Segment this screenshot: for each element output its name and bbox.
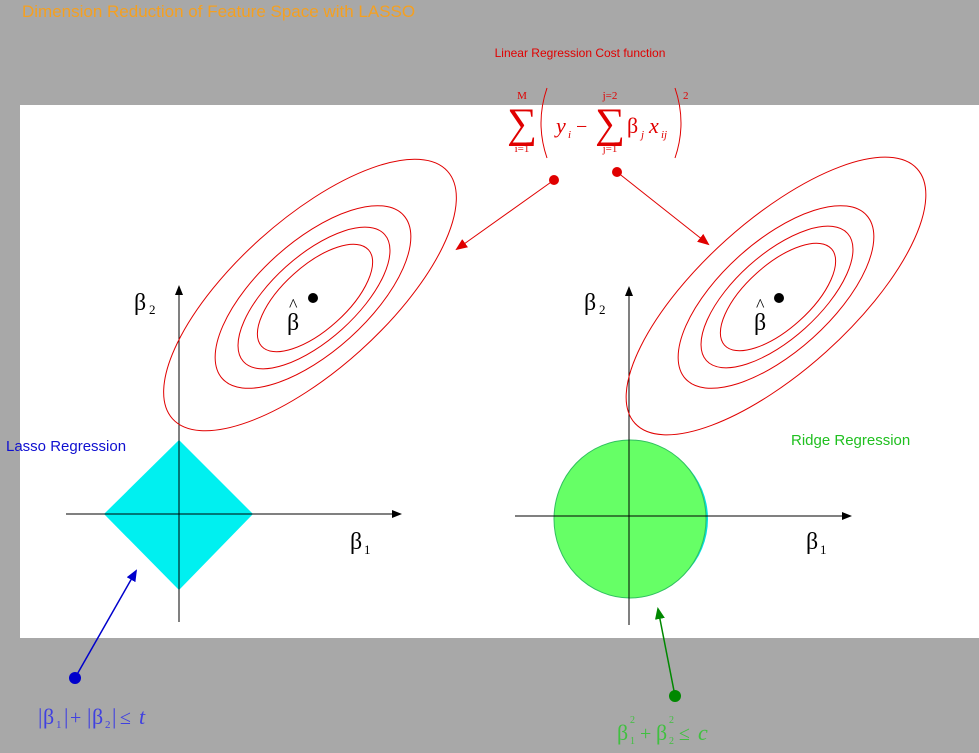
contour-ellipse — [719, 242, 837, 352]
sum-symbol-outer: ∑ — [507, 101, 537, 147]
y-axis-sub: 2 — [149, 302, 156, 317]
ridge-plot: β ^ β 2 β 1 Ridge Regression — [515, 156, 927, 625]
minus-sign: − — [576, 116, 587, 138]
lasso-plot: β ^ β 2 β 1 Lasso Regression — [6, 158, 457, 622]
abs-bar: | — [112, 704, 116, 729]
plus-sign: + — [640, 723, 651, 745]
beta-2-sub: 2 — [669, 736, 674, 747]
beta-2: β — [92, 704, 103, 729]
plus-sign: + — [70, 707, 81, 729]
contour-ellipse — [677, 205, 875, 389]
beta-1: β — [617, 720, 628, 745]
c-term: c — [698, 720, 708, 745]
y-axis-label: β — [134, 290, 146, 316]
leq-sign: ≤ — [120, 707, 131, 729]
x-axis-sub: 1 — [820, 542, 827, 557]
ridge-constraint-formula: β 2 1 + β 2 2 ≤ c — [617, 715, 708, 747]
contour-ellipse — [700, 225, 854, 369]
hat-symbol: ^ — [756, 295, 765, 315]
contour-ellipse — [256, 243, 374, 353]
arrow-to-left-contour — [455, 179, 555, 251]
abs-bar: | — [87, 704, 91, 729]
page-title: Dimension Reduction of Feature Space wit… — [22, 2, 416, 21]
x-axis-sub: 1 — [364, 542, 371, 557]
beta-term: β — [627, 113, 638, 138]
arrow-to-right-contour — [616, 171, 710, 246]
contour-ellipse — [214, 205, 412, 389]
lasso-constraint-formula: | β 1 | + | β 2 | ≤ t — [38, 704, 146, 731]
x-axis-label: β — [350, 529, 362, 555]
beta-2: β — [656, 720, 667, 745]
sum-upper-inner: j=2 — [602, 90, 618, 102]
left-paren — [540, 87, 548, 159]
beta-hat-point — [774, 293, 784, 303]
right-paren — [674, 87, 682, 159]
lasso-pointer-arrow — [74, 569, 137, 679]
beta-1: β — [43, 704, 54, 729]
beta-hat-label: β — [754, 310, 766, 336]
contour-ellipse — [237, 226, 391, 370]
sum-symbol-inner: ∑ — [595, 101, 625, 147]
ridge-pointer-arrow — [655, 607, 676, 697]
ridge-label: Ridge Regression — [791, 432, 910, 449]
t-term: t — [139, 704, 146, 729]
exponent: 2 — [683, 90, 689, 102]
beta-1-sub: 1 — [56, 719, 62, 731]
beta-1-sup: 2 — [630, 715, 635, 726]
y-sub: i — [568, 129, 571, 141]
ridge-constraint-region — [553, 439, 707, 599]
beta-hat-label: β — [287, 310, 299, 336]
beta-2-sup: 2 — [669, 715, 674, 726]
cost-function-formula: M ∑ i=1 y i − j=2 ∑ j=1 β j x ij 2 — [507, 87, 689, 159]
y-axis-sub: 2 — [599, 302, 606, 317]
sum-lower-outer: i=1 — [515, 143, 530, 155]
hat-symbol: ^ — [289, 295, 298, 315]
x-axis-label: β — [806, 529, 818, 555]
sum-upper-outer: M — [517, 90, 527, 102]
sum-lower-inner: j=1 — [602, 143, 618, 155]
beta-2-sub: 2 — [105, 719, 111, 731]
leq-sign: ≤ — [679, 723, 690, 745]
x-sub: ij — [661, 129, 667, 141]
cost-contours — [163, 158, 457, 432]
contour-ellipse — [163, 158, 457, 432]
y-term: y — [554, 113, 566, 138]
y-axis-label: β — [584, 290, 596, 316]
abs-bar: | — [64, 704, 68, 729]
contour-ellipse — [625, 156, 927, 436]
abs-bar: | — [38, 704, 42, 729]
lasso-label: Lasso Regression — [6, 438, 126, 455]
cost-contours — [625, 156, 927, 436]
beta-hat-point — [308, 293, 318, 303]
beta-sub: j — [639, 129, 644, 141]
beta-1-sub: 1 — [630, 736, 635, 747]
x-term: x — [648, 113, 659, 138]
cost-function-label: Linear Regression Cost function — [495, 46, 666, 60]
